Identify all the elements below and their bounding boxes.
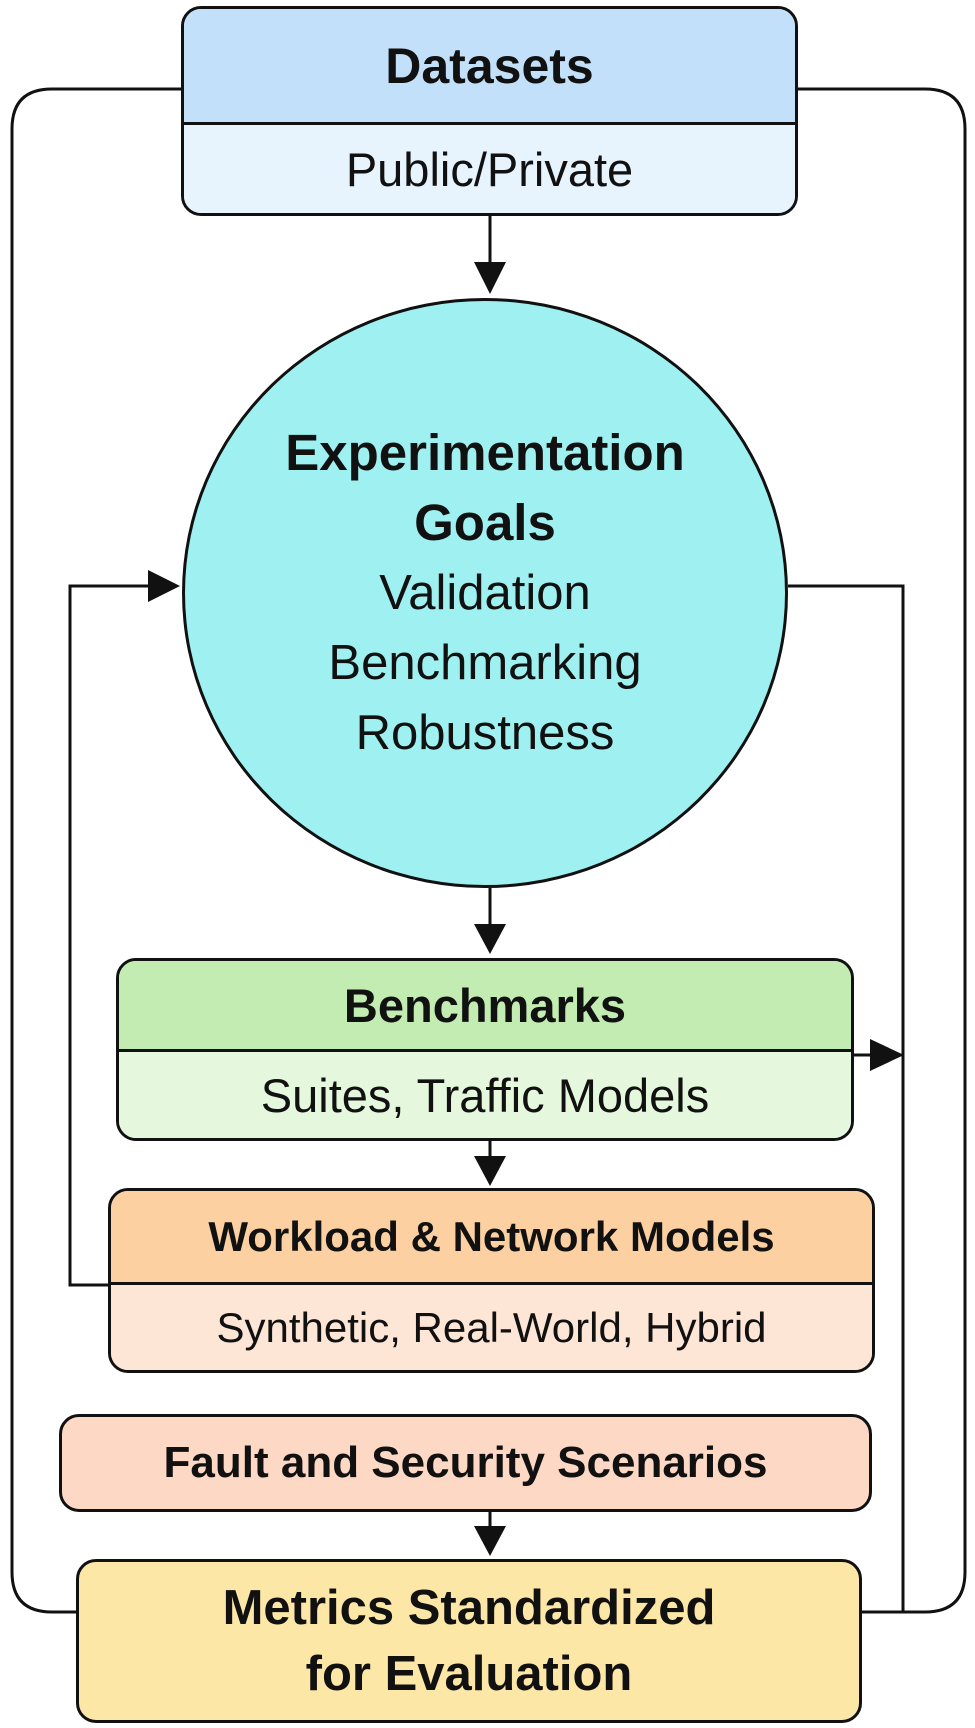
metrics-line1: Metrics Standardized	[222, 1581, 716, 1635]
outer-loop-connector	[10, 87, 967, 1614]
goals-item-validation: Validation	[379, 566, 591, 620]
datasets-box: Datasets Public/Private	[181, 6, 798, 216]
benchmarks-title: Benchmarks	[119, 961, 851, 1049]
goals-item-benchmarking: Benchmarking	[328, 636, 642, 690]
feedback-loop-connector	[68, 584, 150, 1287]
fault-title: Fault and Security Scenarios	[163, 1438, 768, 1487]
fault-security-scenarios-box: Fault and Security Scenarios	[59, 1414, 872, 1512]
benchmarks-subtitle: Suites, Traffic Models	[119, 1049, 851, 1138]
benchmarks-box: Benchmarks Suites, Traffic Models	[116, 958, 854, 1141]
metrics-line2: for Evaluation	[305, 1647, 633, 1701]
experimentation-goals-circle: Experimentation Goals Validation Benchma…	[182, 298, 788, 888]
workload-title: Workload & Network Models	[111, 1191, 872, 1282]
workload-network-models-box: Workload & Network Models Synthetic, Rea…	[108, 1188, 875, 1373]
arrow-right-icon	[148, 570, 180, 602]
goals-right-connector	[788, 584, 905, 1612]
goals-item-robustness: Robustness	[355, 706, 615, 760]
arrow-right-icon	[870, 1039, 904, 1071]
arrow-down-icon	[474, 924, 506, 954]
workload-subtitle: Synthetic, Real-World, Hybrid	[111, 1282, 872, 1370]
datasets-title: Datasets	[184, 9, 795, 122]
metrics-box: Metrics Standardized for Evaluation	[76, 1559, 862, 1723]
goals-title-line2: Goals	[414, 494, 556, 551]
datasets-subtitle: Public/Private	[184, 122, 795, 213]
arrow-down-icon	[474, 1526, 506, 1556]
arrow-down-icon	[474, 262, 506, 294]
goals-title-line1: Experimentation	[285, 424, 685, 481]
arrow-down-icon	[474, 1156, 506, 1186]
